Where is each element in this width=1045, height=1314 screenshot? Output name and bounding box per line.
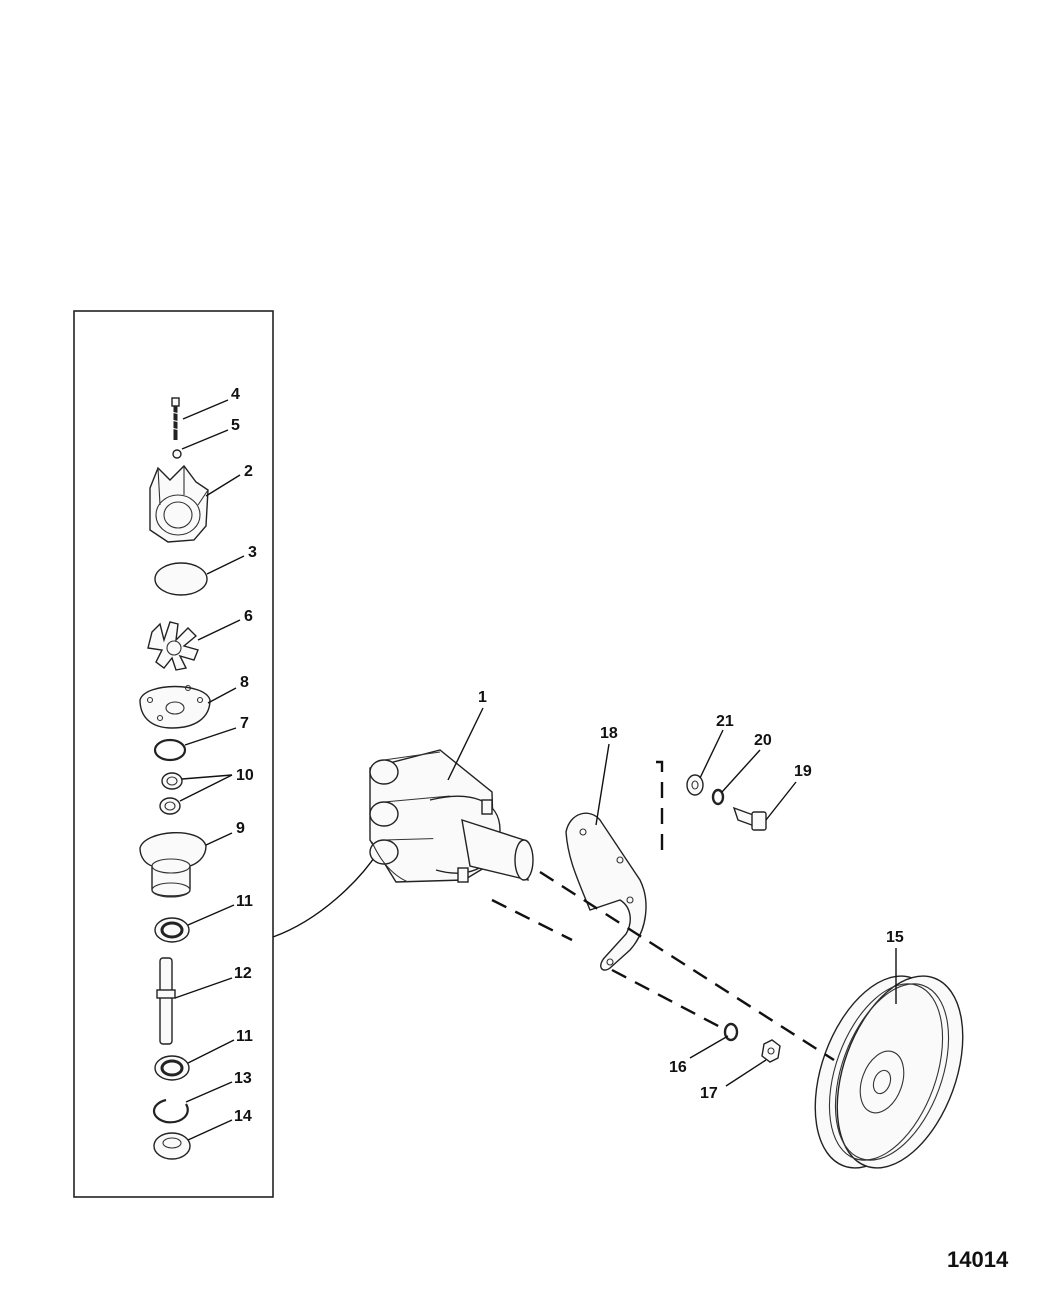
part-11-bearing-lower	[154, 1055, 190, 1081]
part-11-bearing-upper	[154, 917, 190, 943]
part-1-pump-assembly	[369, 749, 534, 883]
callout-4: 4	[231, 386, 240, 403]
part-15-pulley	[814, 975, 964, 1169]
part-10-seals	[159, 772, 183, 815]
part-6-impeller	[147, 621, 199, 671]
callout-6: 6	[244, 608, 253, 625]
part-5-washer	[172, 449, 182, 459]
part-16-washer	[723, 1022, 739, 1042]
part-19-bolt	[732, 806, 767, 831]
part-13-snap-ring	[152, 1098, 189, 1124]
part-20-lock-washer	[711, 788, 725, 806]
part-4-screw	[170, 397, 181, 440]
inset-frame	[73, 310, 274, 1198]
callout-14: 14	[234, 1108, 252, 1125]
part-14-seal	[153, 1132, 191, 1160]
leader-lines	[174, 399, 897, 1141]
part-2-body	[149, 464, 209, 543]
connector-curve	[272, 851, 379, 938]
callout-8: 8	[240, 674, 249, 691]
callout-20: 20	[754, 732, 772, 749]
callout-11-lower: 11	[236, 1028, 253, 1045]
callout-5: 5	[231, 417, 240, 434]
callouts: 4 5 2 3 6 8 7 10 9 11 12 11 13 14 1 18 2…	[231, 386, 904, 1125]
callout-1: 1	[478, 689, 487, 706]
assembly-line-bolt	[656, 760, 664, 856]
part-17-nut	[761, 1039, 781, 1063]
callout-10: 10	[236, 767, 254, 784]
part-12-shaft	[156, 957, 176, 1045]
part-18-bracket	[565, 812, 647, 971]
callout-12: 12	[234, 965, 252, 982]
callout-21: 21	[716, 713, 734, 730]
part-3-gasket	[154, 562, 208, 596]
callout-16: 16	[669, 1059, 687, 1076]
part-8-wear-plate	[139, 684, 211, 729]
callout-13: 13	[234, 1070, 252, 1087]
callout-15: 15	[886, 929, 904, 946]
callout-17: 17	[700, 1085, 718, 1102]
assembly-line-lower	[491, 898, 573, 942]
callout-9: 9	[236, 820, 245, 837]
assembly-line-bracket	[611, 968, 723, 1030]
part-21-washer	[686, 774, 704, 796]
callout-7: 7	[240, 715, 249, 732]
callout-2: 2	[244, 463, 253, 480]
callout-19: 19	[794, 763, 812, 780]
part-7-oring	[153, 738, 187, 762]
assembly-line-shaft	[539, 870, 835, 1062]
figure-number: 14014	[947, 1247, 1009, 1272]
callout-18: 18	[600, 725, 618, 742]
callout-3: 3	[248, 544, 257, 561]
callout-11-upper: 11	[236, 893, 253, 910]
part-9-housing	[139, 832, 207, 898]
